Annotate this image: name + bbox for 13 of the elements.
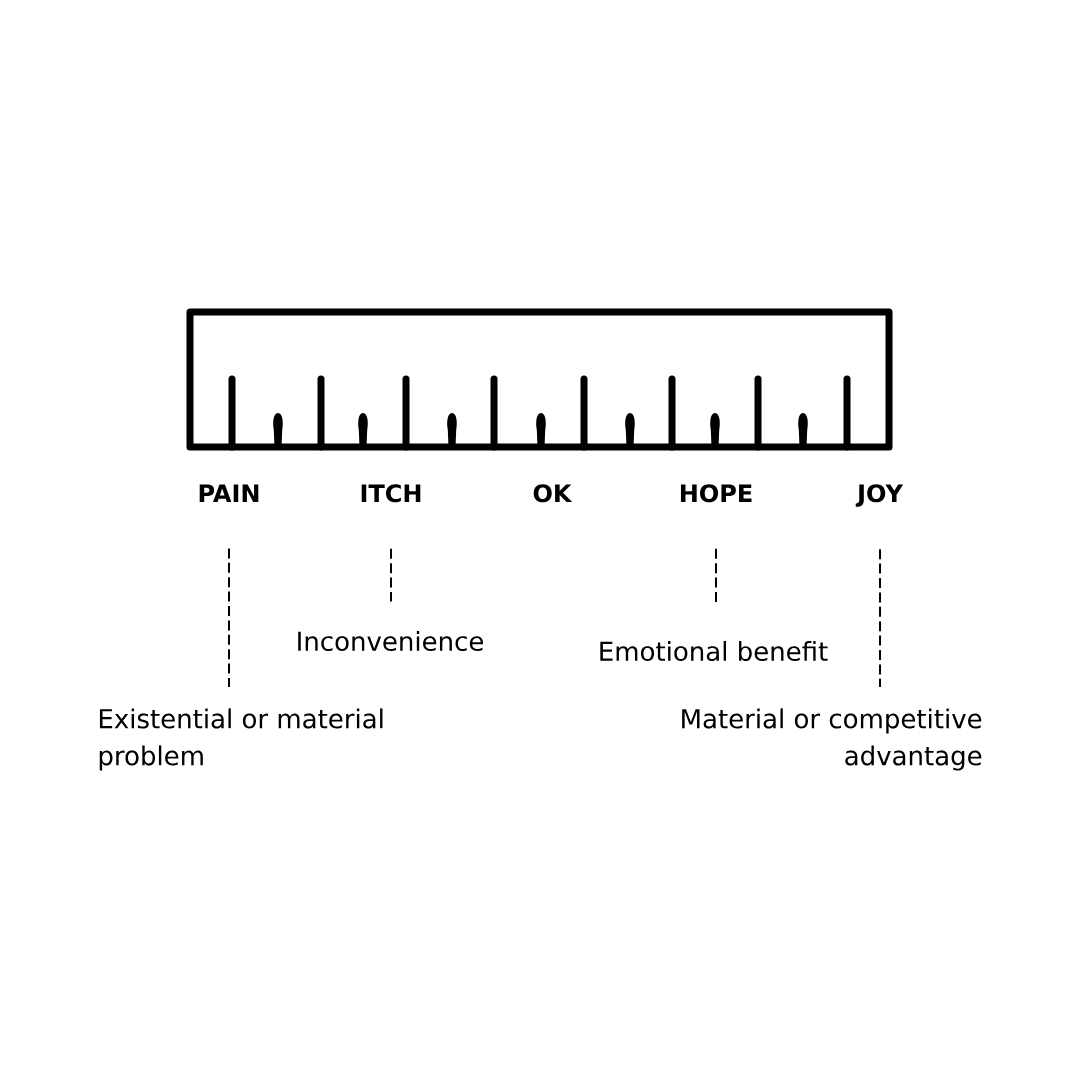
leader-line [228, 547, 230, 688]
scale-label: JOY [855, 484, 904, 507]
description-text: Existential or material problem [99, 708, 383, 771]
description-text: Material or competitive advantage [682, 708, 982, 771]
scale-label: ITCH [361, 484, 421, 503]
leader-line [879, 548, 881, 688]
scale-label: HOPE [680, 484, 752, 503]
description-text: Emotional benefit [600, 640, 828, 662]
description-text: Inconvenience [298, 630, 483, 652]
leader-line [715, 547, 717, 604]
leader-line [390, 547, 392, 603]
scale-label: PAIN [199, 484, 259, 502]
scale-label: OK [533, 484, 573, 503]
